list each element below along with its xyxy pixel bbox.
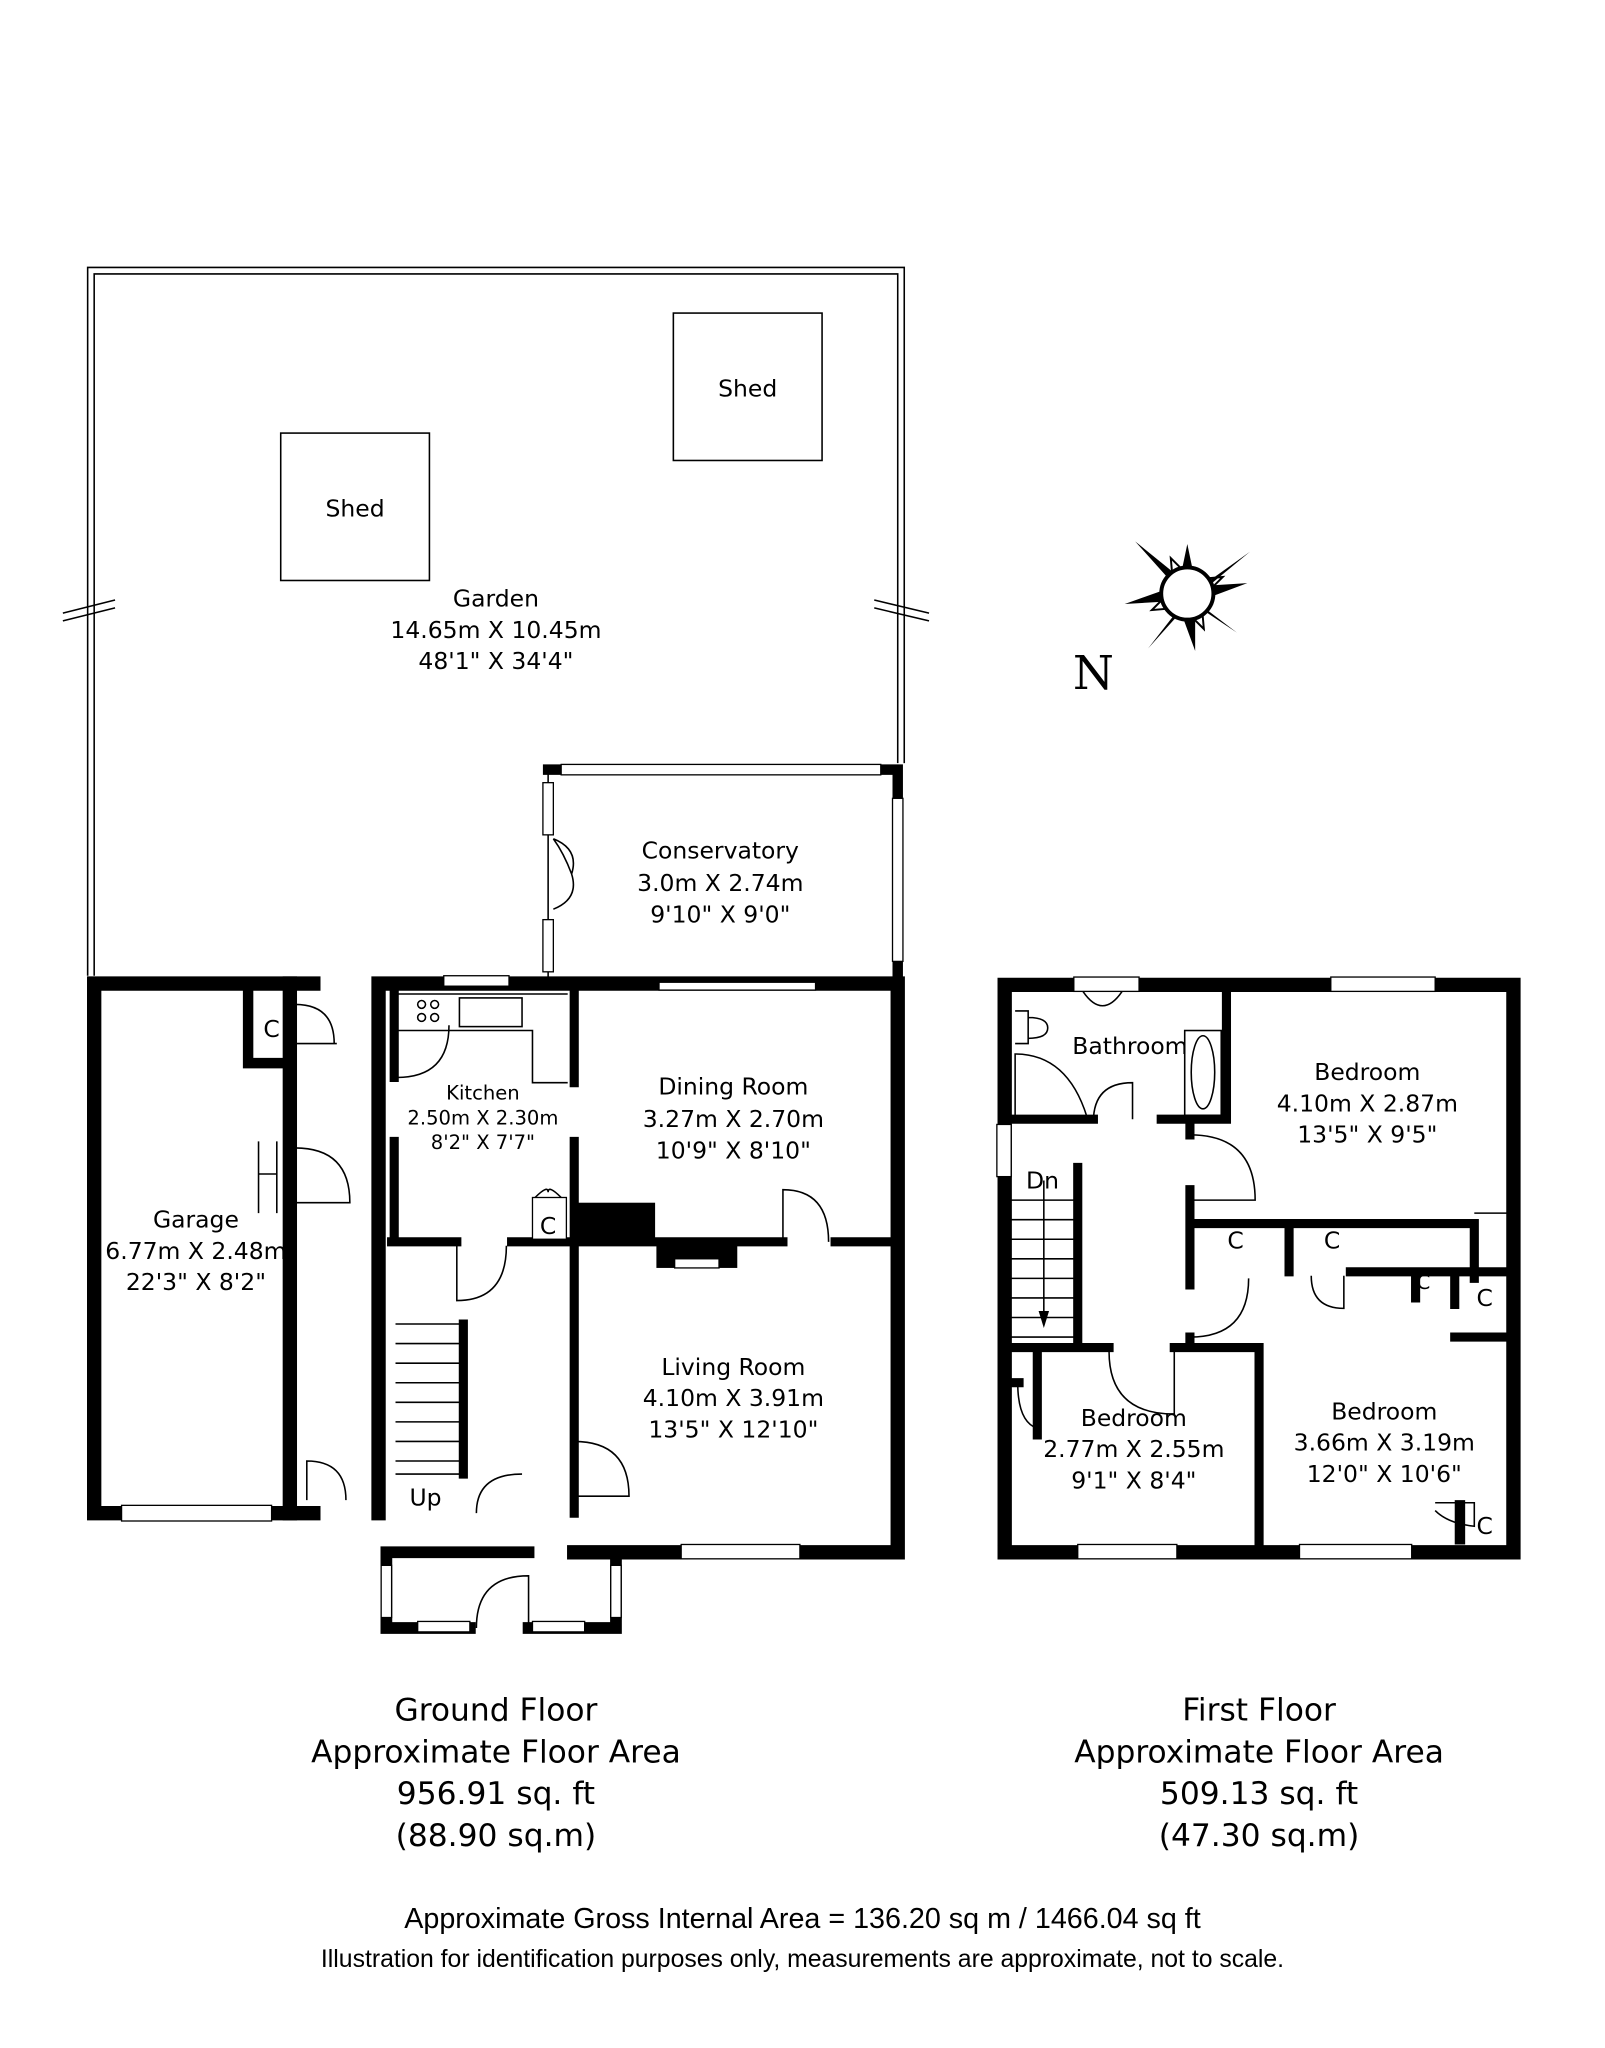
- room-metric: 3.66m X 3.19m: [1294, 1429, 1475, 1457]
- floor-title: Ground Floor: [394, 1693, 597, 1729]
- garden-imperial: 48'1" X 34'4": [418, 647, 573, 675]
- room-imperial: 22'3" X 8'2": [126, 1268, 266, 1296]
- area-sqm: (88.90 sq.m): [396, 1818, 597, 1854]
- basin-icon: [1082, 990, 1123, 1007]
- room-name: Bedroom: [1314, 1058, 1420, 1086]
- shed: [279, 432, 431, 582]
- toilet-icon: [1015, 1010, 1049, 1045]
- first-floor-caption: First Floor Approximate Floor Area 509.1…: [1074, 1693, 1444, 1854]
- bath-icon: [1183, 1029, 1223, 1117]
- gross-area-text: Approximate Gross Internal Area = 136.20…: [404, 1903, 1201, 1935]
- cupboard-label: C: [540, 1212, 556, 1240]
- shower-icon: [1014, 1053, 1088, 1118]
- cupboard-label: C: [1324, 1226, 1340, 1254]
- hob-icon: [416, 999, 440, 1023]
- room-imperial: 9'1" X 8'4": [1071, 1466, 1196, 1494]
- room-metric: 6.77m X 2.48m: [105, 1237, 286, 1265]
- staircase: [395, 1319, 468, 1479]
- room-name: Bathroom: [1072, 1032, 1187, 1060]
- ground-floor-caption: Ground Floor Approximate Floor Area 956.…: [311, 1693, 681, 1854]
- room-imperial: 12'0" X 10'6": [1307, 1460, 1462, 1488]
- room-name: Dining Room: [658, 1072, 808, 1100]
- room-imperial: 9'10" X 9'0": [650, 900, 790, 928]
- garden-label: Garden: [453, 585, 539, 613]
- room-name: Living Room: [661, 1353, 805, 1381]
- first-floor-plan: Dn C C C C C Bathroom Bedroom 4.10m X 2.…: [996, 976, 1521, 1560]
- room-imperial: 8'2" X 7'7": [431, 1131, 535, 1154]
- cupboard-label: C: [1227, 1226, 1243, 1254]
- garden-metric: 14.65m X 10.45m: [390, 616, 601, 644]
- room-metric: 2.50m X 2.30m: [407, 1106, 558, 1129]
- room-name: Garage: [153, 1205, 239, 1233]
- area-sqft: 956.91 sq. ft: [397, 1776, 595, 1812]
- area-label: Approximate Floor Area: [1074, 1734, 1444, 1770]
- cupboard-label: C: [1477, 1512, 1493, 1540]
- area-sqm: (47.30 sq.m): [1159, 1818, 1360, 1854]
- room-metric: 4.10m X 2.87m: [1277, 1089, 1458, 1117]
- area-label: Approximate Floor Area: [311, 1734, 681, 1770]
- floor-title: First Floor: [1182, 1693, 1336, 1729]
- room-imperial: 10'9" X 8'10": [656, 1136, 811, 1164]
- ground-floor-plan: C C Up Conservatory 3.0m X 2.74m 9'10" X…: [87, 763, 905, 1634]
- staircase: [1011, 1180, 1078, 1338]
- sink-icon: [458, 997, 523, 1028]
- room-name: Bedroom: [1331, 1397, 1437, 1425]
- cupboard-label: C: [263, 1015, 279, 1043]
- shed-label: Shed: [718, 375, 777, 403]
- shed-label: Shed: [326, 495, 385, 523]
- room-name: Conservatory: [642, 836, 799, 864]
- room-name: Kitchen: [446, 1082, 519, 1105]
- room-imperial: 13'5" X 12'10": [648, 1416, 818, 1444]
- room-metric: 3.0m X 2.74m: [637, 869, 803, 897]
- area-sqft: 509.13 sq. ft: [1160, 1776, 1358, 1812]
- room-metric: 2.77m X 2.55m: [1043, 1435, 1224, 1463]
- room-name: Bedroom: [1081, 1404, 1187, 1432]
- room-metric: 3.27m X 2.70m: [643, 1105, 824, 1133]
- shed: [672, 312, 823, 462]
- room-metric: 4.10m X 3.91m: [643, 1384, 824, 1412]
- stairs-up-label: Up: [409, 1483, 441, 1511]
- garden: Shed Shed Garden 14.65m X 10.45m 48'1" X…: [62, 266, 930, 976]
- cupboard-label: C: [1477, 1284, 1493, 1312]
- compass-north-label: N: [1073, 646, 1114, 701]
- cupboard-label: C: [1417, 1271, 1431, 1294]
- room-imperial: 13'5" X 9'5": [1297, 1121, 1437, 1149]
- stairs-down-label: Dn: [1026, 1166, 1059, 1194]
- compass-rose-icon: [1124, 541, 1250, 651]
- disclaimer-text: Illustration for identification purposes…: [321, 1946, 1284, 1973]
